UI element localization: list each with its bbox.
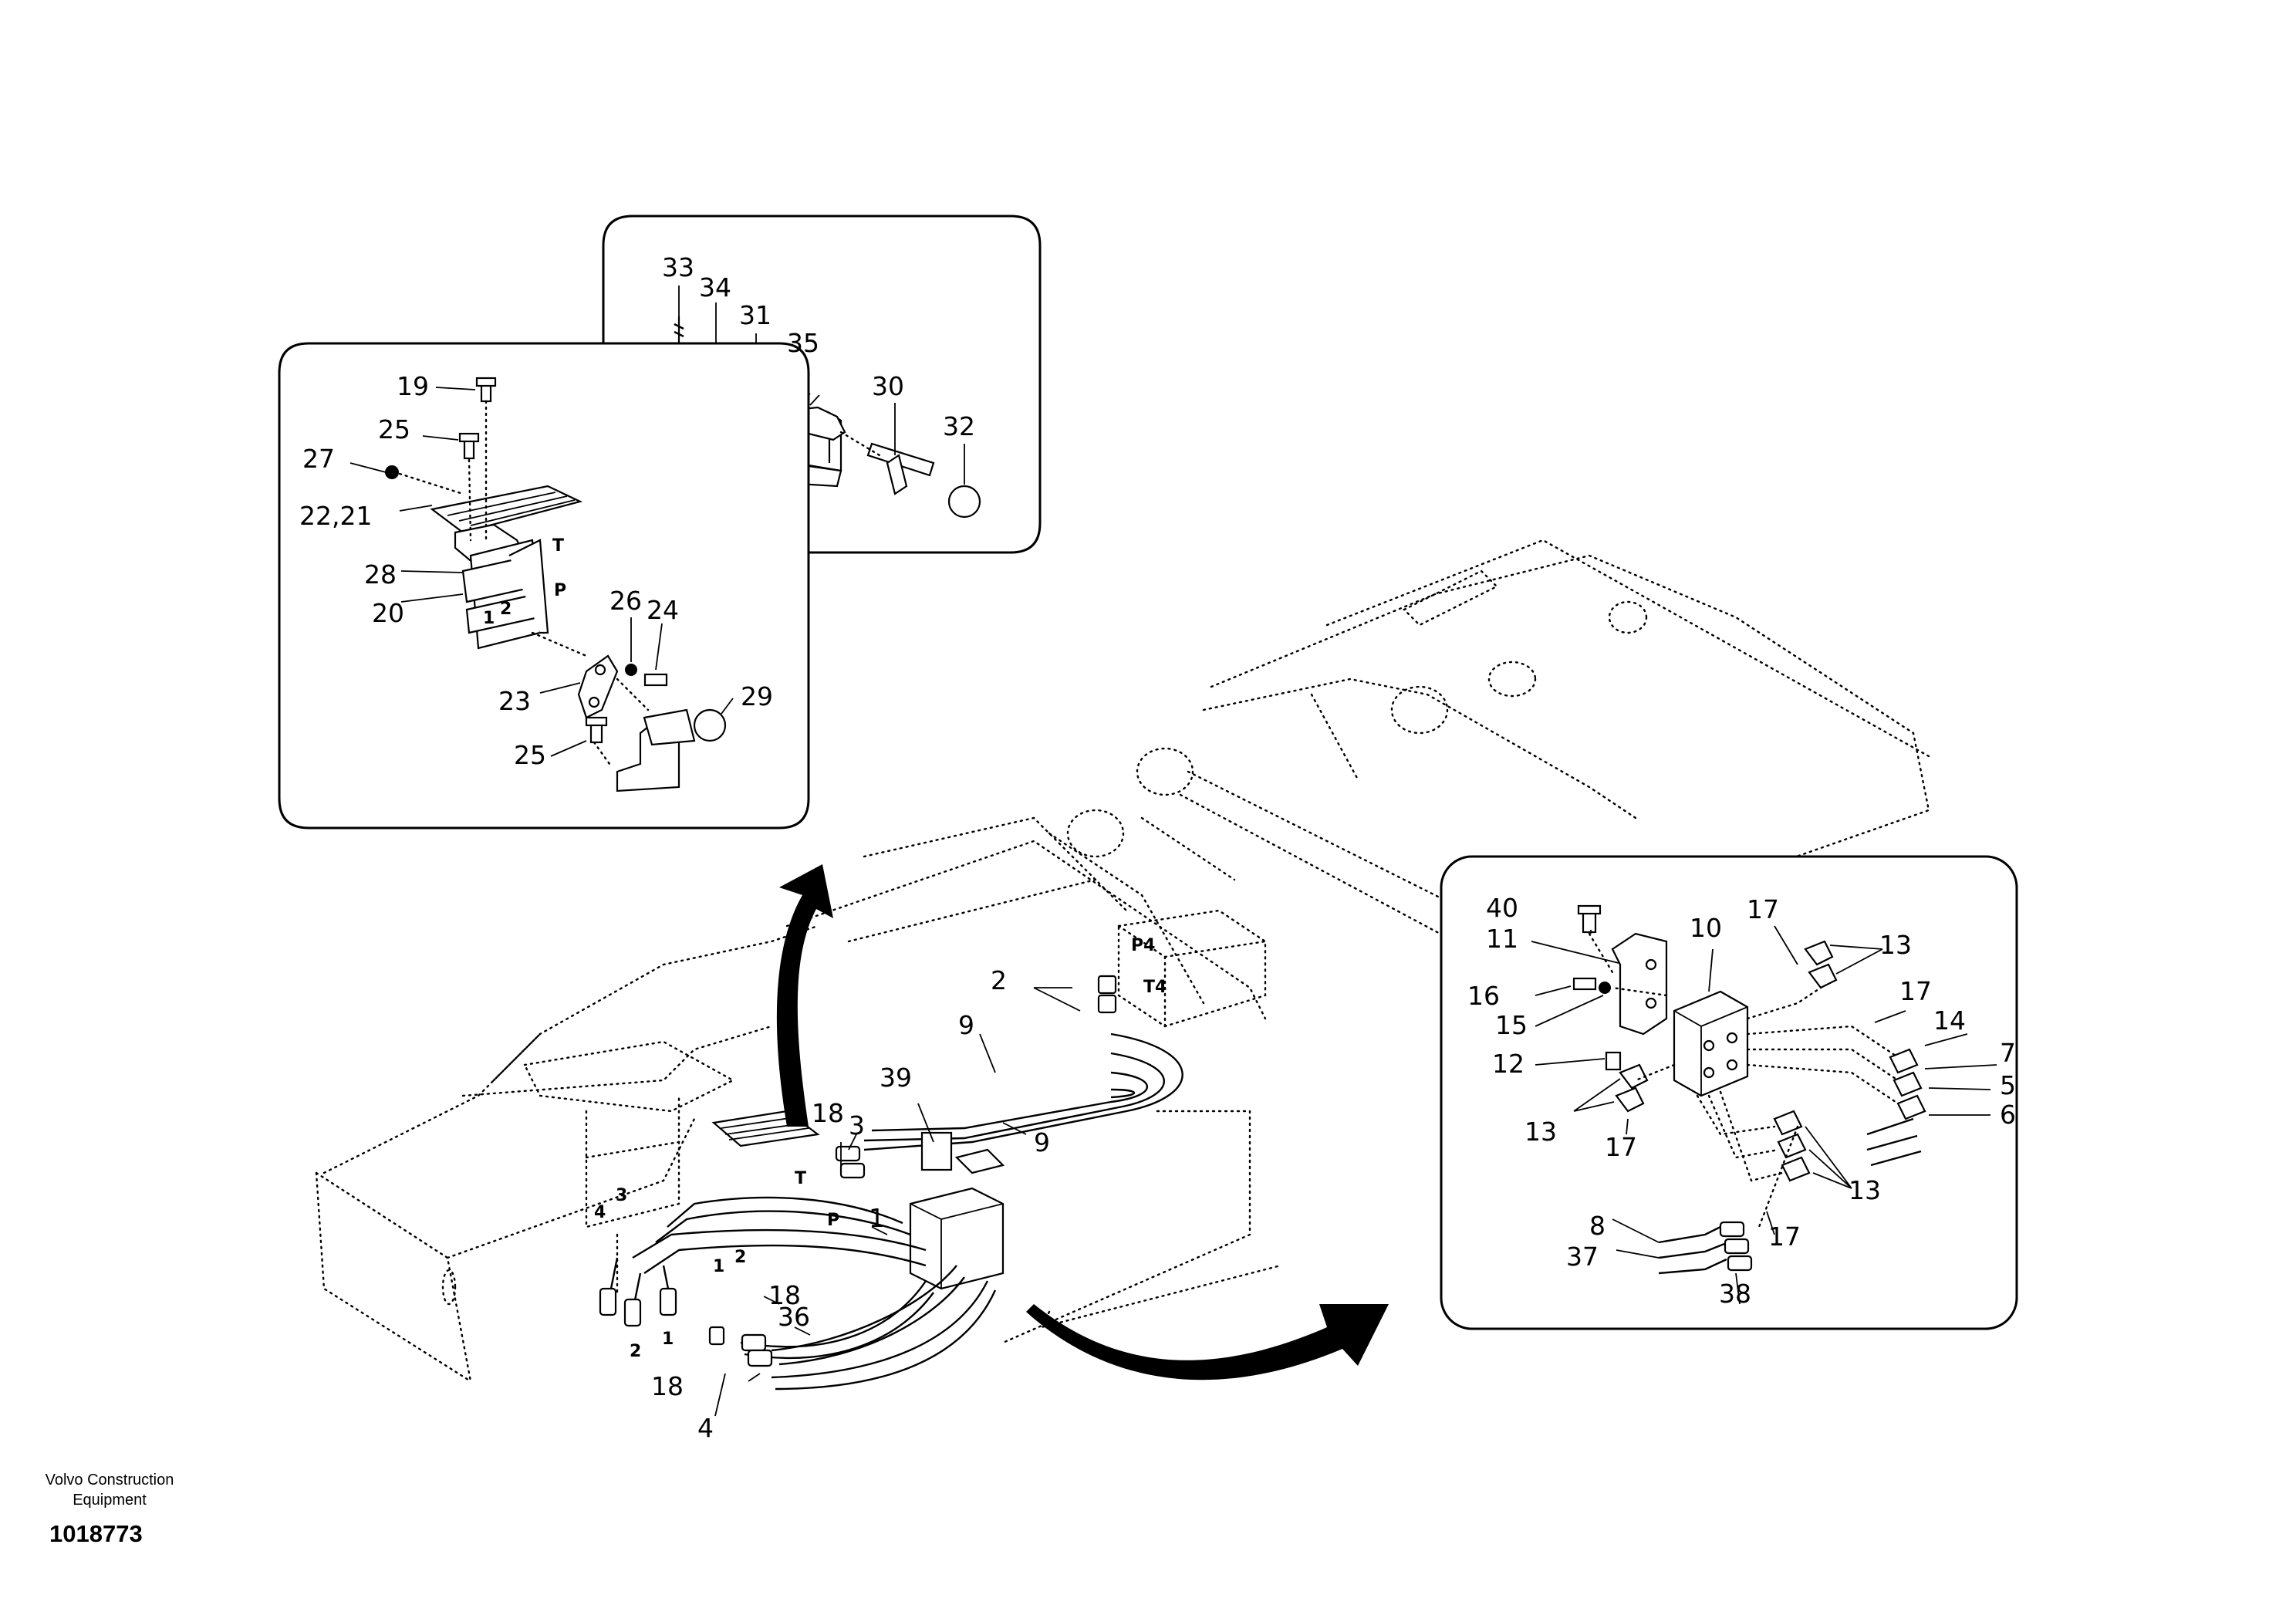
callout-9-lower: 9 [1034,1127,1050,1157]
port-label-2: 2 [500,600,512,619]
callout-18-bottom: 18 [651,1371,684,1401]
valve-port-p: P [827,1211,839,1230]
callout-27: 27 [302,444,335,474]
callout-2-small: 2 [734,1248,746,1267]
callout-1-main: 1 [869,1203,885,1233]
manifold-port-p4: P4 [1131,936,1155,955]
port-label-t: T [552,536,564,556]
callouts-top-box: 33 34 31 35 30 32 [662,252,975,441]
hose-fittings [599,975,1117,1367]
callout-16: 16 [1467,981,1500,1011]
valve-port-t: T [795,1169,806,1188]
callout-4-bottom: 4 [697,1413,714,1443]
callout-12: 12 [1492,1049,1524,1079]
callouts-left-box: 19 25 27 22,21 28 20 26 24 23 29 25 T P … [299,371,773,770]
detail-box-left [278,342,810,830]
callout-13-b: 13 [1524,1117,1557,1147]
callout-38: 38 [1719,1279,1751,1309]
document-number: 1018773 [49,1520,143,1547]
lower-hoses [608,1196,997,1391]
control-valve [909,1148,1005,1290]
hose-clamp [920,1131,953,1171]
callout-20: 20 [372,598,404,628]
callout-29: 29 [741,681,773,711]
callout-26: 26 [609,586,642,616]
callout-31: 31 [739,300,772,330]
callout-30: 30 [872,371,904,401]
arrow-right-icon [1026,1304,1389,1380]
callout-3-small: 3 [616,1186,627,1205]
callout-11: 11 [1486,924,1518,954]
callout-18-upper: 18 [812,1098,844,1128]
brand-line-1: Volvo Construction [46,1472,174,1489]
callout-15: 15 [1495,1010,1528,1040]
callout-2-bottom: 2 [630,1342,641,1361]
callout-33: 33 [662,252,694,282]
hose-9 [863,1032,1183,1151]
callout-5: 5 [2000,1070,2016,1100]
callout-17-c: 17 [1605,1132,1637,1162]
manifold-port-t4: T4 [1143,978,1167,997]
callout-24: 24 [647,595,679,625]
callout-1-small: 1 [713,1257,724,1276]
callout-3-upper: 3 [849,1110,865,1140]
callout-28: 28 [364,559,397,590]
callout-9-upper: 9 [958,1010,974,1040]
callout-17-d: 17 [1768,1222,1801,1252]
detail-box-right [1440,855,2018,1330]
callout-19: 19 [397,371,429,401]
callouts-main: 2 9 39 18 3 9 1 4 3 1 2 18 36 2 1 18 4 P… [594,936,1167,1443]
callout-35: 35 [787,328,819,358]
callout-18-lower: 18 [768,1280,801,1310]
callout-6: 6 [2000,1100,2016,1130]
callout-40: 40 [1486,893,1518,923]
callout-17-b: 17 [1899,976,1932,1006]
callout-25: 25 [378,414,410,444]
callout-4-small: 4 [594,1203,606,1222]
callout-39: 39 [880,1063,912,1093]
main-leaders [714,987,1081,1417]
callout-37: 37 [1566,1242,1599,1272]
callout-22-21: 22,21 [299,501,372,531]
callout-32: 32 [943,411,975,441]
callout-10: 10 [1690,913,1722,943]
port-label-1: 1 [483,609,495,628]
callout-13-c: 13 [1849,1175,1881,1205]
callout-8: 8 [1589,1211,1606,1241]
callout-13-a: 13 [1879,930,1912,960]
callout-14: 14 [1933,1005,1966,1036]
arrow-up-icon [776,864,833,1127]
footer: Volvo Construction Equipment 1018773 [46,1472,174,1547]
machine-frame [315,539,1930,1383]
brand-line-2: Equipment [73,1492,147,1509]
callout-1-bottom: 1 [662,1330,674,1349]
manifold-block [1117,909,1267,1028]
callout-34: 34 [699,272,731,302]
pedal-outline [523,1040,735,1298]
callout-7: 7 [2000,1038,2016,1068]
main-assembly [523,909,1267,1417]
callout-2-main: 2 [991,965,1007,995]
callout-23: 23 [498,686,531,716]
callout-17-a: 17 [1747,894,1779,924]
callout-36: 36 [778,1302,810,1332]
callout-25-lower: 25 [514,740,546,770]
callouts-right-box: 40 11 16 15 12 10 17 13 17 14 7 5 6 13 1… [1467,893,2016,1309]
port-label-p: P [554,581,566,600]
